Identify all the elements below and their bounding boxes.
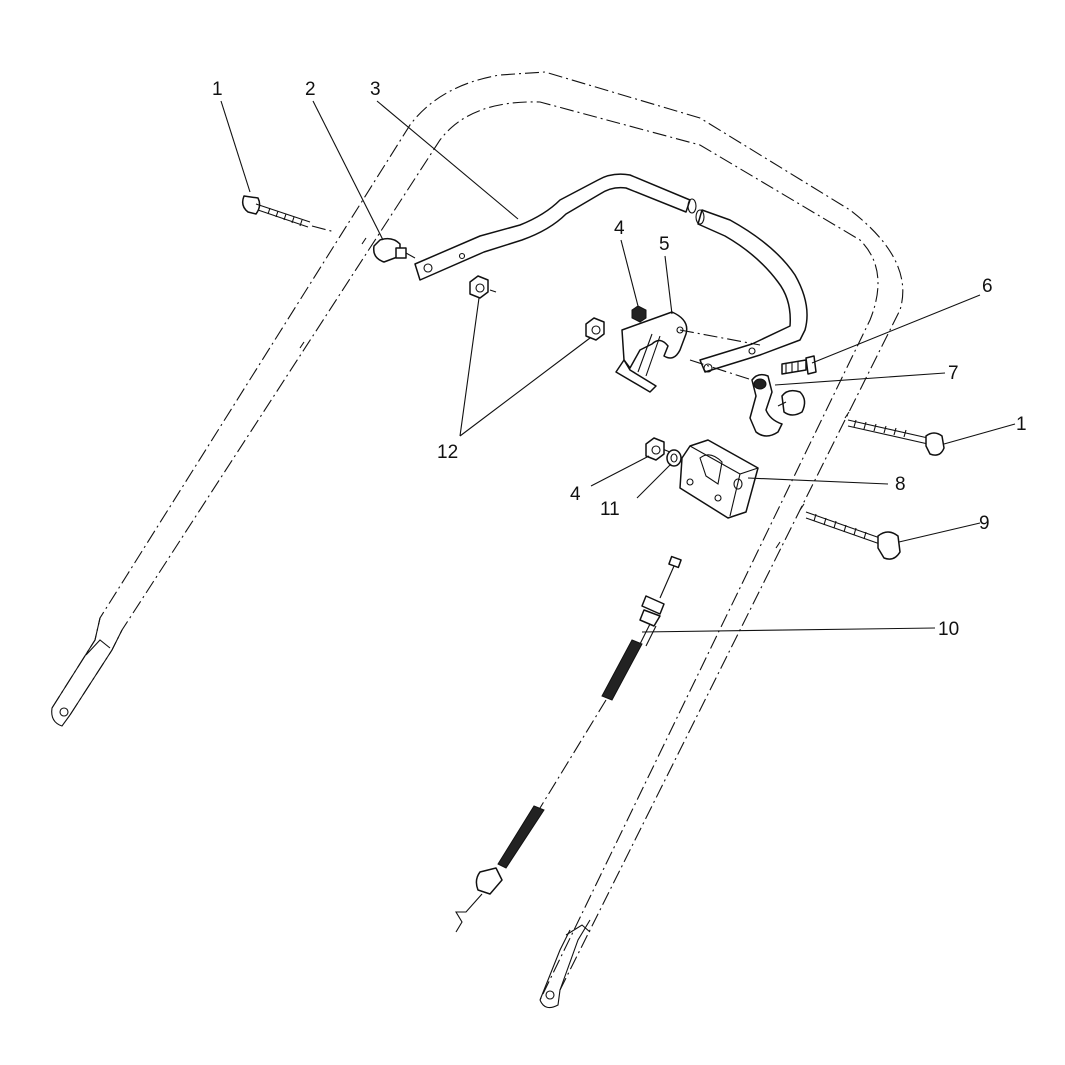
cable-bracket xyxy=(615,311,688,393)
lock-nut-left xyxy=(469,275,497,299)
callout-1-right: 1 xyxy=(1016,414,1027,435)
callout-6: 6 xyxy=(982,276,993,297)
handle-frame xyxy=(51,71,904,1009)
callout-1-top: 1 xyxy=(212,79,223,100)
leader-lines xyxy=(220,100,1016,633)
shoulder-screw xyxy=(781,355,817,375)
callout-11: 11 xyxy=(600,499,620,520)
callout-labels: 1 2 3 4 5 6 7 1 12 4 11 8 9 10 xyxy=(212,79,1027,640)
callout-2: 2 xyxy=(305,79,316,100)
callout-5: 5 xyxy=(659,234,670,255)
handle-knob-bolt-upper xyxy=(847,419,945,456)
callout-12: 12 xyxy=(437,442,458,463)
callout-8: 8 xyxy=(895,474,906,495)
spacer-bushing xyxy=(372,237,416,263)
handle-knob-bolt-lower xyxy=(805,511,901,560)
lock-nut-right xyxy=(585,317,605,341)
cable-clamp-block xyxy=(679,439,759,519)
callout-3: 3 xyxy=(370,79,381,100)
adjusting-knob xyxy=(749,373,806,437)
callout-9: 9 xyxy=(979,513,990,534)
callout-4-low: 4 xyxy=(570,484,581,505)
control-bail-bar xyxy=(414,173,808,373)
control-cable xyxy=(455,555,682,933)
nut-top xyxy=(631,305,647,323)
callout-4-top: 4 xyxy=(614,218,625,239)
nut-lower xyxy=(645,437,665,461)
callout-10: 10 xyxy=(938,619,959,640)
carriage-bolt-top xyxy=(241,195,336,233)
callout-7: 7 xyxy=(948,363,959,384)
washer xyxy=(666,449,682,467)
